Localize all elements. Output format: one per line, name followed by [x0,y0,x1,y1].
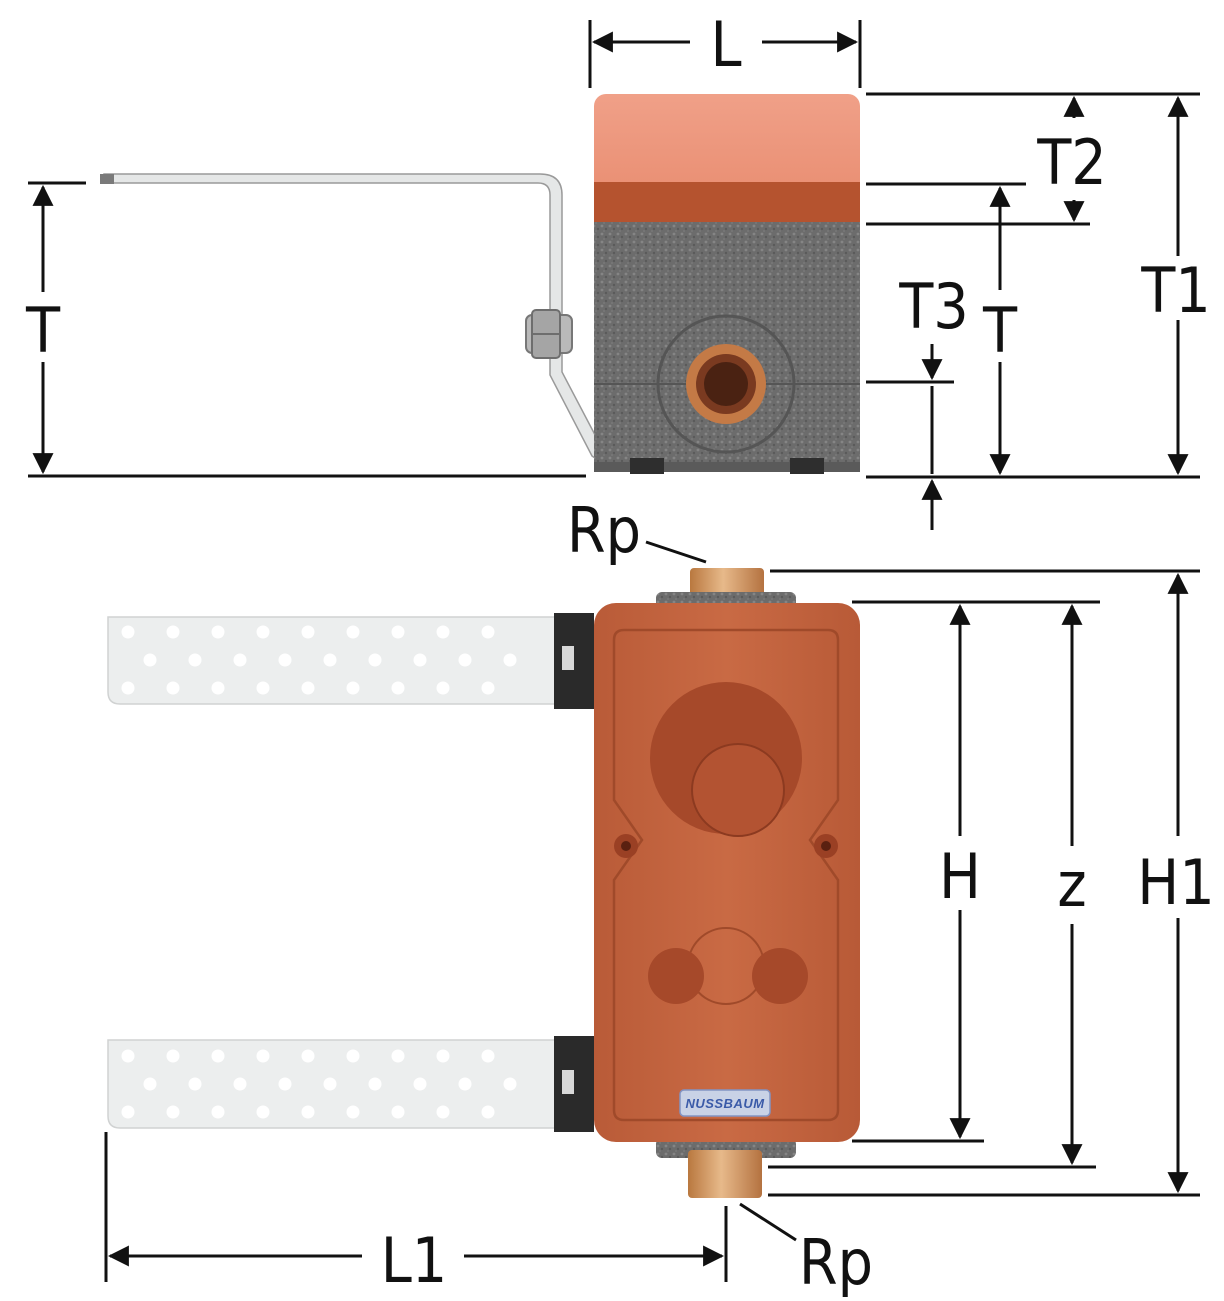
dim-label-H1: H1 [1137,846,1214,919]
strap-hole [346,681,360,695]
strap-hole [346,1049,360,1063]
strap-hole [166,625,180,639]
brand-label: NUSSBAUM [685,1096,765,1111]
strap-hole [458,1077,472,1091]
strap-hole [503,653,517,667]
strap-hole [323,653,337,667]
strap-hole [436,1105,450,1119]
strap-hole [301,1049,315,1063]
front-view: Rp [104,494,1215,1299]
strap-hole [368,653,382,667]
strap-hole [391,1049,405,1063]
strap-hole [233,653,247,667]
dim-label-H: H [939,840,981,913]
strap-hole [143,653,157,667]
dim-label-T-right: T [982,294,1018,367]
strap-hole [436,625,450,639]
strap-hole [166,1049,180,1063]
strap-hole [481,1105,495,1119]
strap-hole [211,681,225,695]
strap-hole [211,1049,225,1063]
strap-hole [413,653,427,667]
strap-hole [211,1105,225,1119]
dim-label-Rp-bottom: Rp [799,1226,873,1299]
dim-label-L: L [710,8,741,81]
top-view: L T [25,8,1211,530]
dim-label-z: z [1057,848,1086,921]
strap-hole [256,1105,270,1119]
insulated-box-front: NUSSBAUM [594,603,860,1142]
strap-hole [278,653,292,667]
dim-label-Rp-top: Rp [567,494,641,567]
strap-hole [211,625,225,639]
strap-hole [233,1077,247,1091]
strap-hole [256,681,270,695]
dim-label-T3: T3 [898,270,969,343]
insulated-box-side [594,94,860,474]
strap-hole [121,625,135,639]
strap-hole [166,1105,180,1119]
strap-hole [391,681,405,695]
strap-hole [481,625,495,639]
strap-hole [481,681,495,695]
leader-Rp-top [645,540,707,564]
strap-hole [368,1077,382,1091]
strap-hole [301,625,315,639]
strap-hole [391,1105,405,1119]
strap-hole [188,1077,202,1091]
strap-hole [436,681,450,695]
strap-hole [323,1077,337,1091]
strap-hole [121,1105,135,1119]
mounting-strap-lower [107,1036,594,1132]
strap-hole [458,653,472,667]
strap-hole [436,1049,450,1063]
strap-hole [166,681,180,695]
strap-hole [188,653,202,667]
strap-hole [143,1077,157,1091]
strap-hole [413,1077,427,1091]
strap-hole [121,681,135,695]
connector-pipe-bottom [688,1150,762,1198]
leader-Rp-bottom [739,1202,797,1242]
dim-label-T-left: T [25,294,61,367]
strap-hole [256,1049,270,1063]
strap-hole [256,625,270,639]
dim-label-L1: L1 [381,1224,448,1297]
dim-label-T1: T1 [1140,254,1211,327]
strap-hole [391,625,405,639]
mounting-strap-upper [107,613,594,709]
strap-hole [503,1077,517,1091]
strap-hole [278,1077,292,1091]
strap-hole [301,681,315,695]
strap-hole [346,1105,360,1119]
strap-hole [481,1049,495,1063]
strap-hole [346,625,360,639]
dim-label-T2: T2 [1036,126,1107,199]
strap-hole [301,1105,315,1119]
strap-hole [121,1049,135,1063]
brand-plate [679,1089,771,1117]
